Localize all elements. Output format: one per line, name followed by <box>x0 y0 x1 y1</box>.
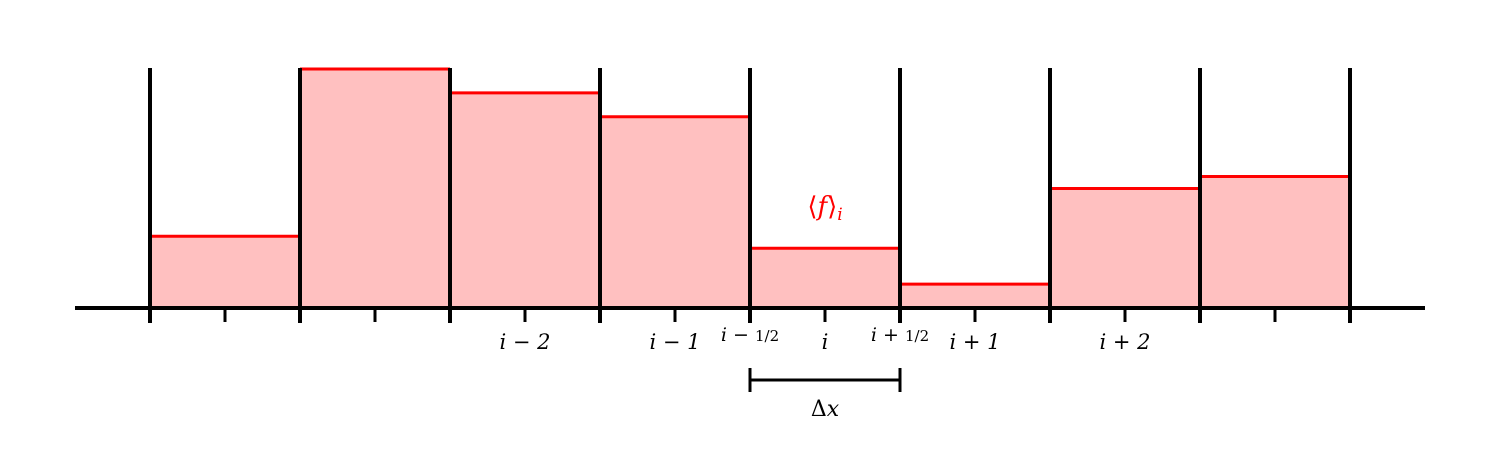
cell-bar <box>450 92 600 309</box>
cell-bar <box>1050 188 1200 308</box>
cell-bar <box>150 236 300 308</box>
cell-label: i <box>822 330 829 354</box>
interface-label-left: i − 1/2 <box>721 324 779 346</box>
cell-bars <box>150 67 1350 309</box>
cell-bar <box>750 248 900 308</box>
cell-label: i + 1 <box>949 330 1000 354</box>
cell-label: i − 1 <box>649 330 700 354</box>
cell-bar <box>600 116 750 308</box>
cell-labels: i − 2 i − 1 i i + 1 i + 2 <box>499 330 1150 354</box>
cell-label: i − 2 <box>499 330 550 354</box>
cell-bar <box>300 69 450 308</box>
cell-width-label: Δx <box>811 397 840 422</box>
cell-width-bracket <box>748 368 902 392</box>
cell-walls <box>148 68 1352 323</box>
interface-label-right: i + 1/2 <box>871 324 929 346</box>
axis-ticks <box>223 308 1277 322</box>
cell-bar <box>1200 176 1350 308</box>
cell-bar <box>900 284 1050 308</box>
cell-label: i + 2 <box>1099 330 1150 354</box>
cell-average-label: ⟨f⟩i <box>807 192 842 225</box>
